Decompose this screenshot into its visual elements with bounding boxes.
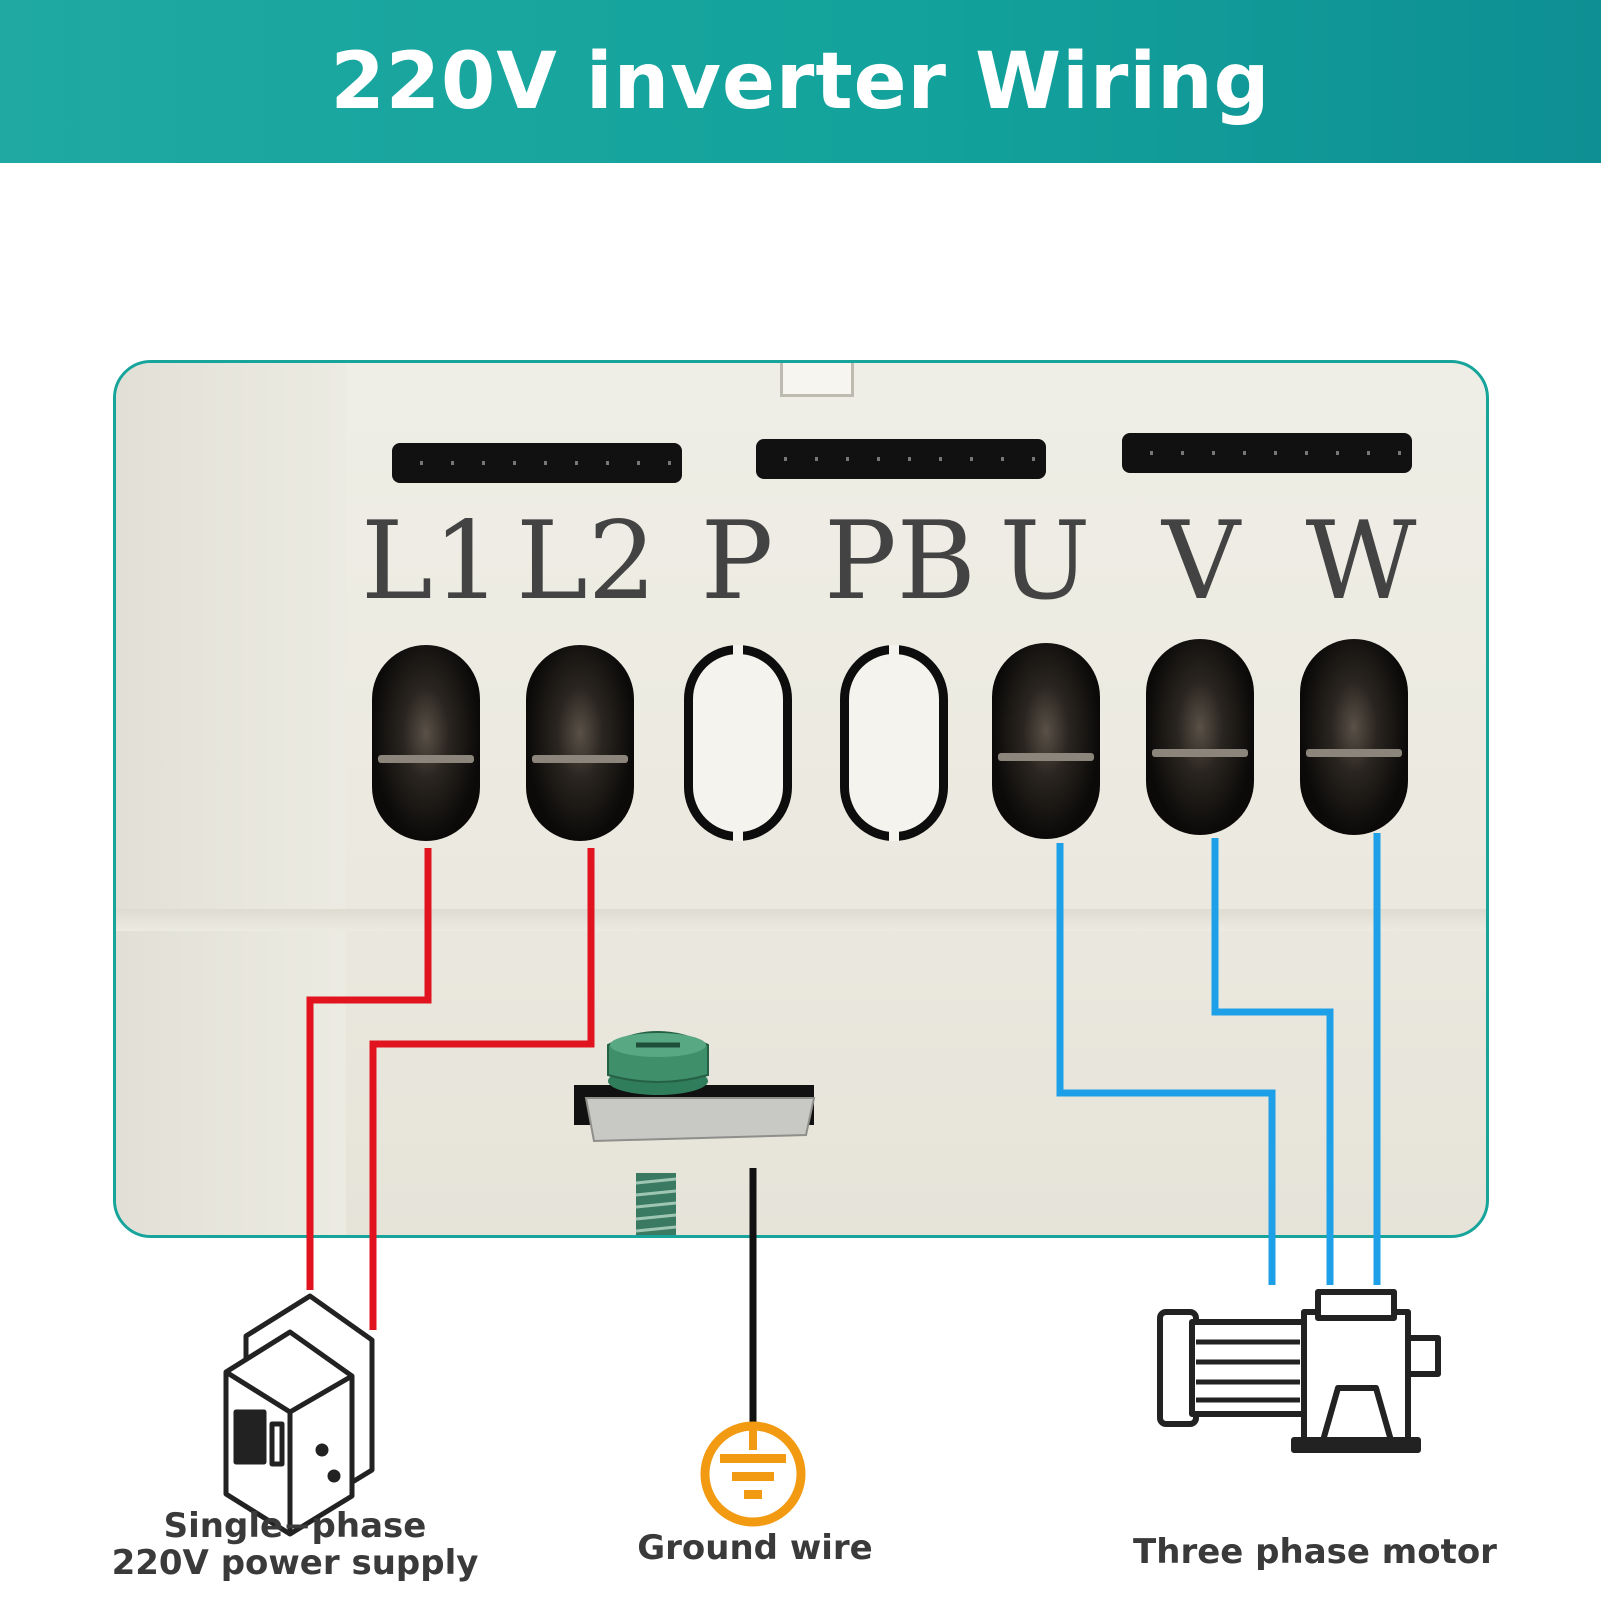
caption-power-line1: Single−phase	[163, 1506, 427, 1546]
terminal-u	[992, 643, 1100, 839]
header-banner: 220V inverter Wiring	[0, 0, 1601, 163]
ground-symbol-icon	[700, 1421, 806, 1527]
terminal-label-p: P	[700, 499, 774, 624]
terminal-v	[1146, 639, 1254, 835]
vent-slot	[1122, 433, 1412, 473]
ground-screw-icon	[574, 1031, 816, 1235]
page-title: 220V inverter Wiring	[330, 36, 1271, 127]
terminal-label-v: V	[1162, 499, 1240, 624]
wire-l2	[369, 848, 595, 1330]
wire-l1	[306, 848, 432, 1290]
vent-slot	[392, 443, 682, 483]
motor-icon	[1157, 1289, 1441, 1453]
caption-power-supply: Single−phase 220V power supply	[110, 1506, 480, 1584]
terminal-w	[1300, 639, 1408, 835]
terminal-pb	[840, 645, 948, 841]
motor-wires	[1056, 833, 1381, 1285]
terminal-l1	[372, 645, 480, 841]
terminal-label-w: W	[1305, 499, 1417, 624]
wire-u	[1056, 843, 1276, 1285]
terminal-label-pb: PB	[824, 499, 977, 624]
terminal-p	[684, 645, 792, 841]
panel-tab	[780, 363, 854, 397]
power-wires	[306, 848, 595, 1330]
caption-power-line2: 220V power supply	[111, 1543, 479, 1584]
wire-v	[1211, 838, 1334, 1285]
circuit-breaker-icon	[223, 1293, 375, 1537]
terminal-label-u: U	[999, 499, 1091, 624]
vent-slot	[756, 439, 1046, 479]
caption-motor: Three phase motor	[1133, 1532, 1497, 1572]
caption-ground: Ground wire	[637, 1528, 873, 1568]
terminal-l2	[526, 645, 634, 841]
